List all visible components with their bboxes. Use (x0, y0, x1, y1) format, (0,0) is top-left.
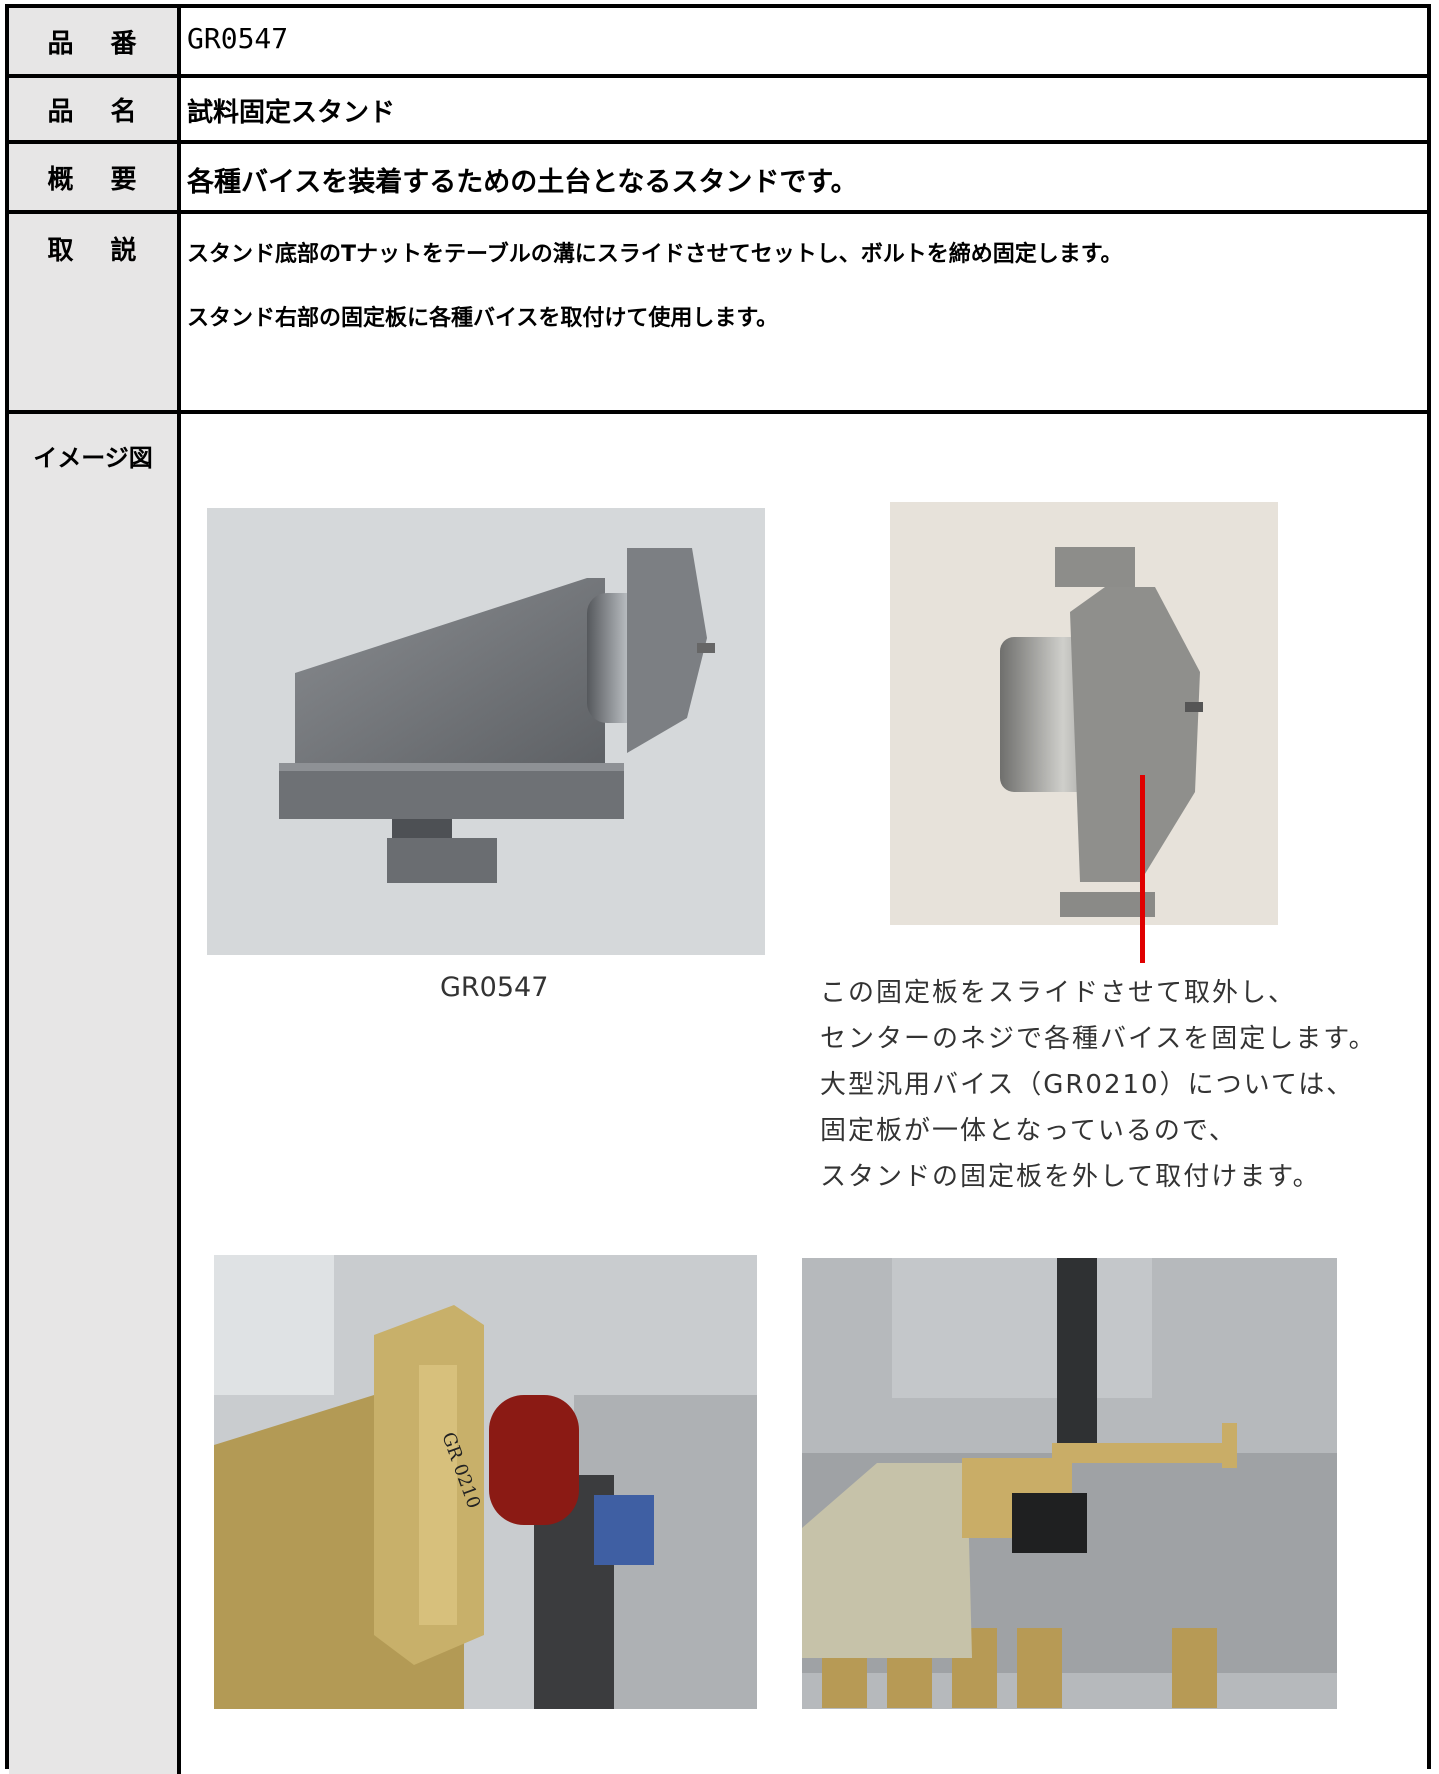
part-number-value: GR0547 (187, 22, 289, 55)
note-line-2: センターのネジで各種バイスを固定します。 (820, 1024, 1377, 1054)
mounting-note: この固定板をスライドさせて取外し、 センターのネジで各種バイスを固定します。 大… (820, 970, 1377, 1200)
row-part-name: 品 名 試料固定スタンド (9, 78, 1427, 140)
spec-sheet: 品 番 GR0547 品 名 試料固定スタンド 概 要 各種バイスを装着するため… (5, 4, 1431, 1774)
label-image: イメージ図 (9, 414, 177, 1774)
usage-line-2: スタンド右部の固定板に各種バイスを取付けて使用します。 (187, 306, 779, 331)
vise-on-table-photo (802, 1258, 1337, 1709)
large-vise-photo: GR 0210 (214, 1255, 757, 1709)
row-usage: 取 説 スタンド底部のTナットをテーブルの溝にスライドさせてセットし、ボルトを締… (9, 214, 1427, 410)
note-line-5: スタンドの固定板を外して取付けます。 (820, 1162, 1321, 1192)
label-part-name: 品 名 (9, 78, 177, 140)
stand-side-photo (207, 508, 765, 955)
summary-value: 各種バイスを装着するための土台となるスタンドです。 (187, 167, 858, 198)
fixing-plate-photo (890, 502, 1278, 925)
row-summary: 概 要 各種バイスを装着するための土台となるスタンドです。 (9, 144, 1427, 210)
note-line-1: この固定板をスライドさせて取外し、 (820, 978, 1297, 1008)
label-summary: 概 要 (9, 144, 177, 210)
pointer-line (1140, 775, 1145, 963)
row-image: イメージ図 (9, 414, 1427, 1774)
note-line-4: 固定板が一体となっているので、 (820, 1116, 1237, 1146)
note-line-3: 大型汎用バイス（GR0210）については、 (820, 1070, 1355, 1100)
image-label-text: イメージ図 (33, 444, 153, 472)
usage-line-1: スタンド底部のTナットをテーブルの溝にスライドさせてセットし、ボルトを締め固定し… (187, 242, 1123, 267)
stand-caption: GR0547 (440, 972, 549, 1003)
label-usage: 取 説 (9, 214, 177, 410)
row-part-number: 品 番 GR0547 (9, 8, 1427, 74)
label-part-number: 品 番 (9, 8, 177, 74)
part-name-value: 試料固定スタンド (187, 98, 396, 128)
